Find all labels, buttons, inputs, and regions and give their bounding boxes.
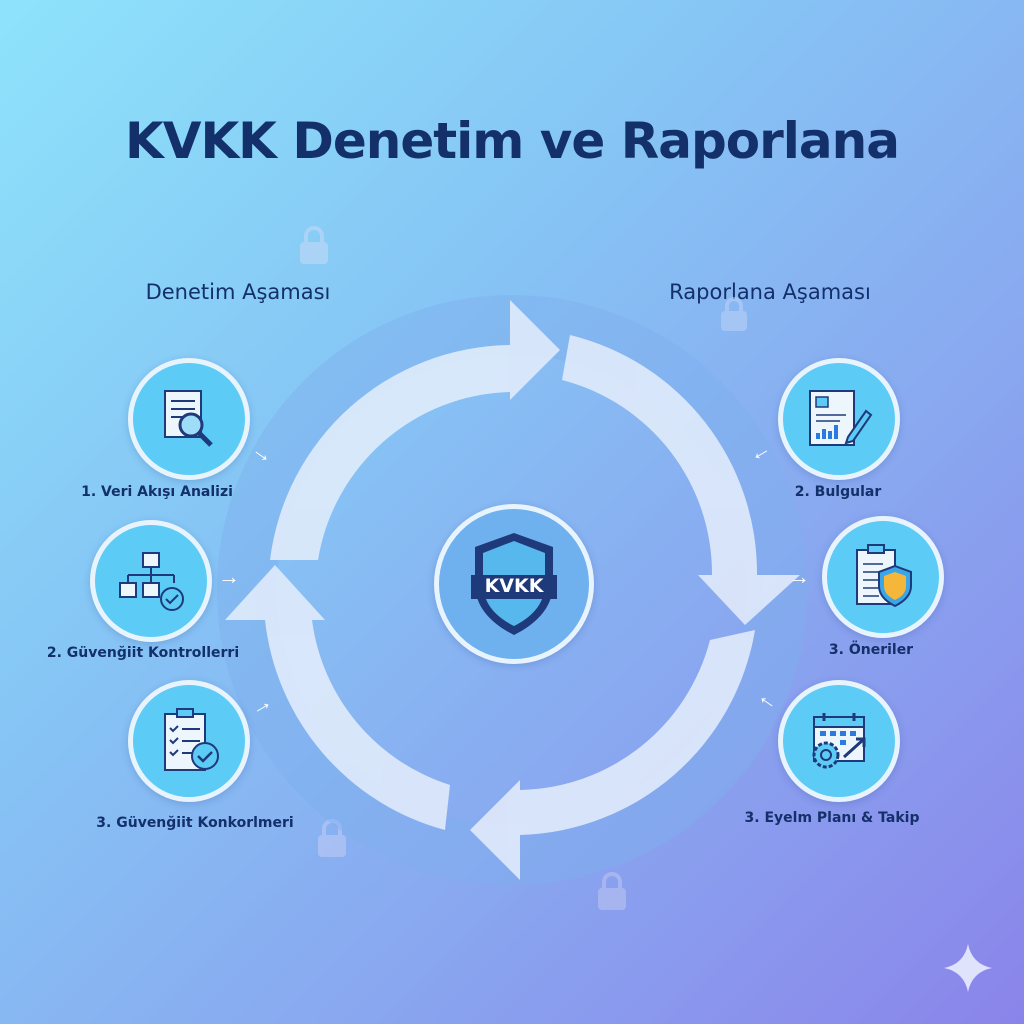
checklist-icon <box>164 708 219 771</box>
lock-icon <box>721 297 747 331</box>
cycle-arrow-left <box>225 565 450 830</box>
step-node-guvenlik-konkorlmeri[interactable] <box>128 680 250 802</box>
step-label: 2. Bulgular <box>794 484 882 500</box>
step-node-bulgular[interactable] <box>778 358 900 480</box>
center-kvkk-node: KVKK <box>434 504 594 664</box>
step-node-guvenlik-kontrolleri[interactable] <box>90 520 212 642</box>
cycle-arrow-top <box>270 300 560 560</box>
lock-icon <box>318 819 346 857</box>
step-node-veri-akisi[interactable] <box>128 358 250 480</box>
clipboard-shield-icon <box>856 544 912 608</box>
step-node-eylem-plani[interactable] <box>778 680 900 802</box>
step-label: 3. Eyelm Planı & Takip <box>744 810 920 826</box>
sparkle-icon <box>944 944 992 992</box>
document-search-icon <box>164 390 213 447</box>
cycle-arrow-right <box>562 335 800 625</box>
cycle-arrow-bottom <box>470 630 755 880</box>
left-section-heading: Denetim Aşaması <box>145 280 331 304</box>
step-label: 3. Öneriler <box>828 642 914 658</box>
kvkk-badge-text: KVKK <box>484 575 544 597</box>
lock-icon <box>598 872 626 910</box>
shield-icon <box>471 533 557 635</box>
report-chart-icon <box>809 390 873 446</box>
hierarchy-check-icon <box>119 552 184 611</box>
step-label: 3. Güvenğiit Konkorlmeri <box>96 815 294 831</box>
step-label: 2. Güvenğiit Kontrollerri <box>46 645 240 661</box>
arrow-icon: → <box>218 564 240 589</box>
step-label: 1. Veri Akışı Analizi <box>81 484 233 500</box>
calendar-gear-icon <box>812 713 866 769</box>
lock-icon <box>300 226 328 264</box>
arrow-icon: → <box>788 564 810 589</box>
step-node-oneriler[interactable] <box>822 516 944 638</box>
right-section-heading: Raporlana Aşaması <box>669 280 871 304</box>
page-title: KVKK Denetim ve Raporlana <box>125 112 900 170</box>
